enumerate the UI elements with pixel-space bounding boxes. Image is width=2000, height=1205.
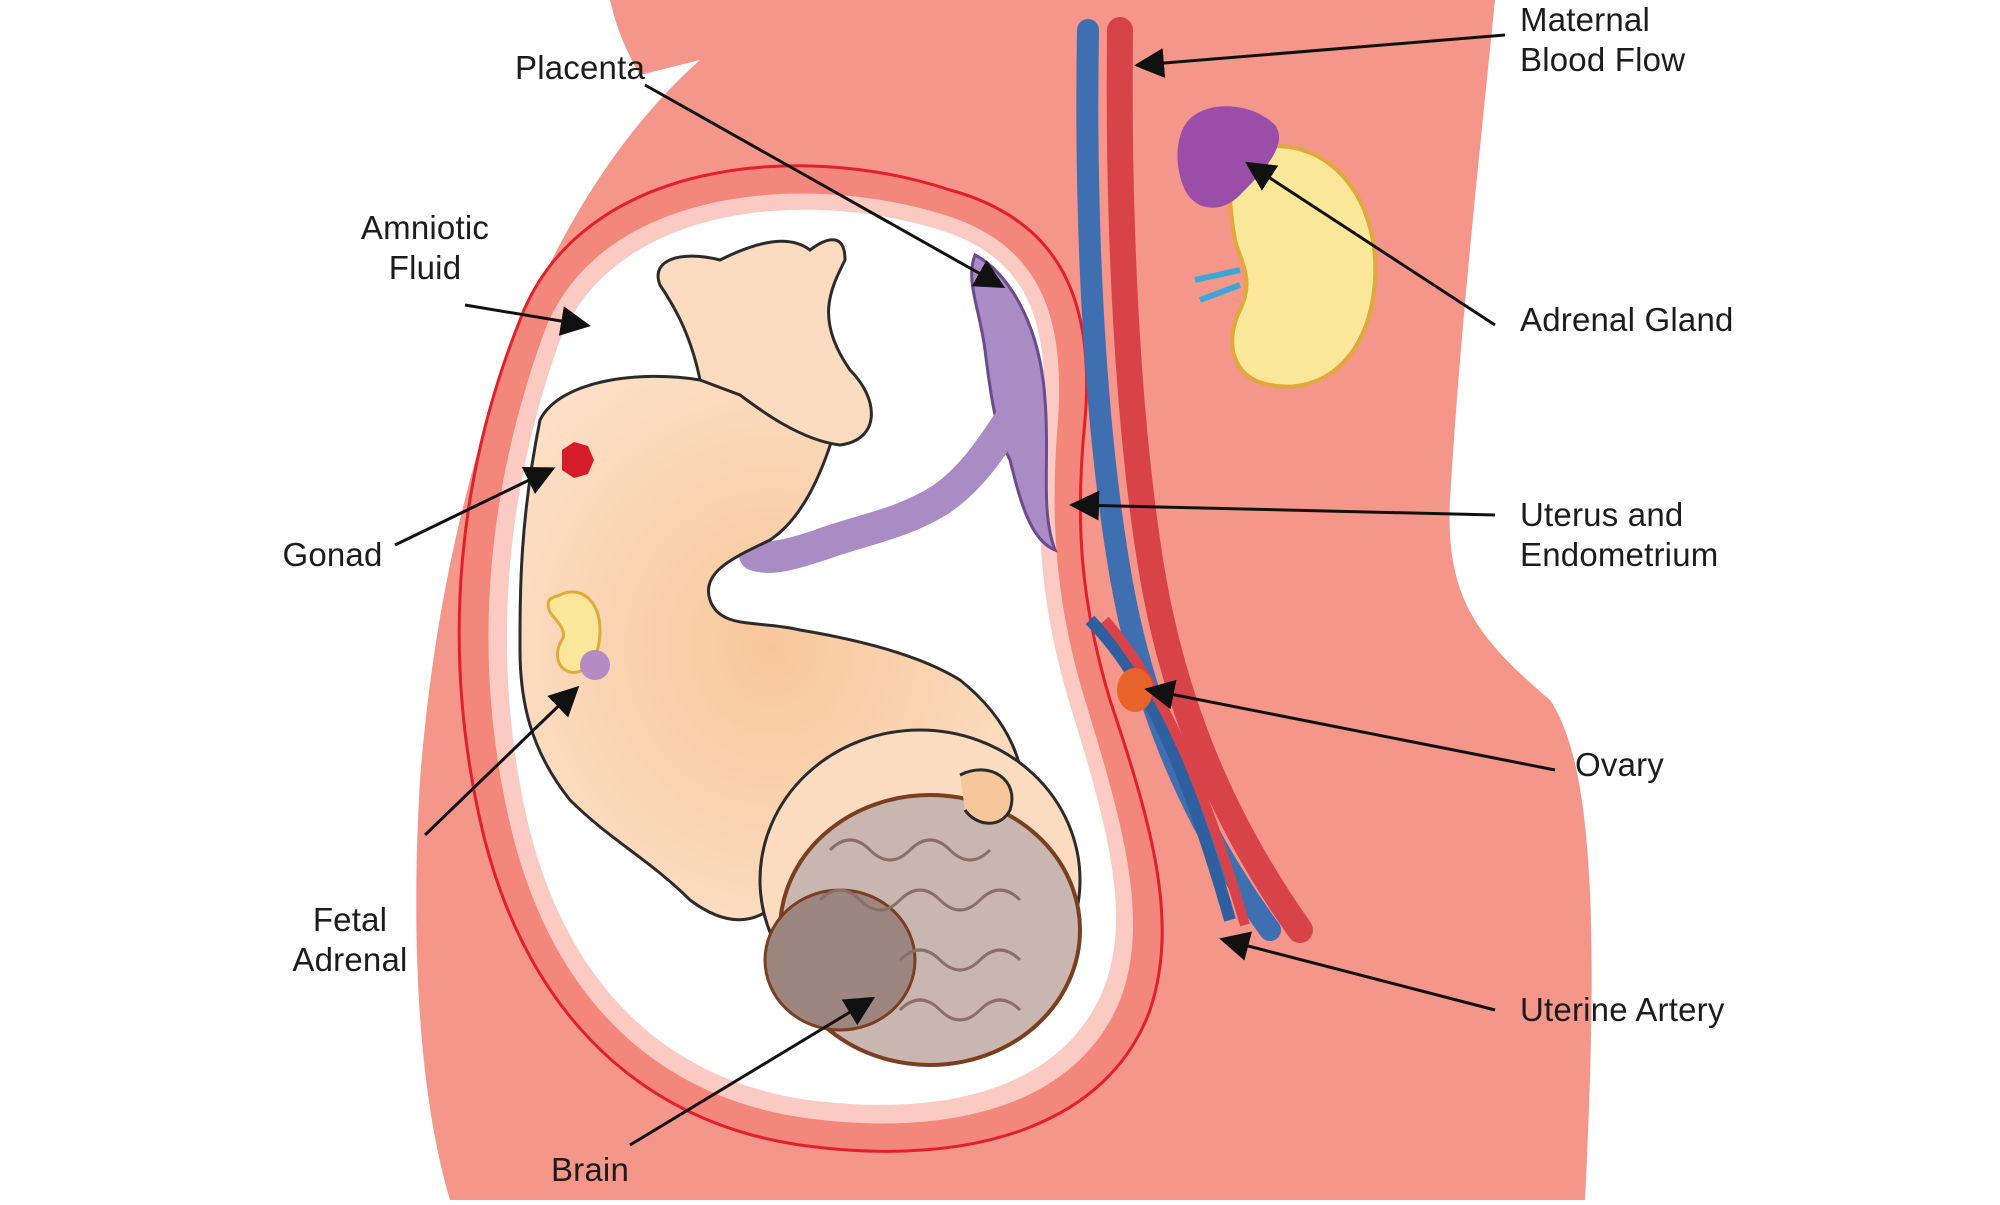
fetal-adrenal-arrow bbox=[423, 685, 580, 837]
brain-arrow bbox=[629, 996, 876, 1147]
ovary-arrow bbox=[1144, 679, 1556, 772]
gonad-shape bbox=[562, 442, 594, 478]
uterine-artery-arrow bbox=[1219, 931, 1496, 1012]
label-adrenal-gland: Adrenal Gland bbox=[1520, 301, 1734, 338]
brain-cerebellum bbox=[763, 888, 917, 1032]
label-placenta: Placenta bbox=[514, 49, 646, 86]
label-brain: Brain bbox=[550, 1151, 630, 1188]
fetal-adrenal-shape bbox=[580, 650, 610, 680]
label-maternal-blood-flow: Maternal Blood Flow bbox=[1520, 1, 1686, 78]
brain-folds bbox=[818, 838, 1022, 1022]
label-ovary: Ovary bbox=[1575, 746, 1665, 783]
ovary-shape bbox=[1117, 668, 1153, 712]
renal-vessels bbox=[1194, 267, 1242, 303]
fetal-kidney-shape bbox=[546, 590, 602, 674]
label-gonad: Gonad bbox=[282, 536, 383, 573]
fetus-leg bbox=[656, 238, 873, 447]
adrenal-gland-shape bbox=[1177, 106, 1280, 208]
label-amniotic-fluid: Amniotic Fluid bbox=[360, 209, 490, 286]
adrenal-gland-arrow bbox=[1244, 161, 1496, 327]
placenta-arrow bbox=[644, 83, 1006, 288]
maternal-blood-flow-arrow bbox=[1134, 33, 1506, 78]
gonad-arrow bbox=[394, 466, 556, 547]
fetus-ear bbox=[959, 768, 1014, 825]
placenta-shape bbox=[970, 252, 1058, 553]
uterine-vein bbox=[1085, 615, 1236, 922]
umbilical-cord bbox=[739, 404, 1026, 573]
label-uterus-endometrium: Uterus and Endometrium bbox=[1520, 496, 1719, 573]
label-fetal-adrenal: Fetal Adrenal bbox=[292, 901, 408, 978]
uterus-endometrium-arrow bbox=[1069, 490, 1496, 521]
amniotic-fluid-arrow bbox=[464, 303, 591, 336]
maternal-artery bbox=[1106, 17, 1313, 943]
kidney-shape bbox=[1228, 144, 1378, 389]
label-uterine-artery: Uterine Artery bbox=[1520, 991, 1725, 1028]
uterine-artery-vessel bbox=[1101, 616, 1250, 927]
